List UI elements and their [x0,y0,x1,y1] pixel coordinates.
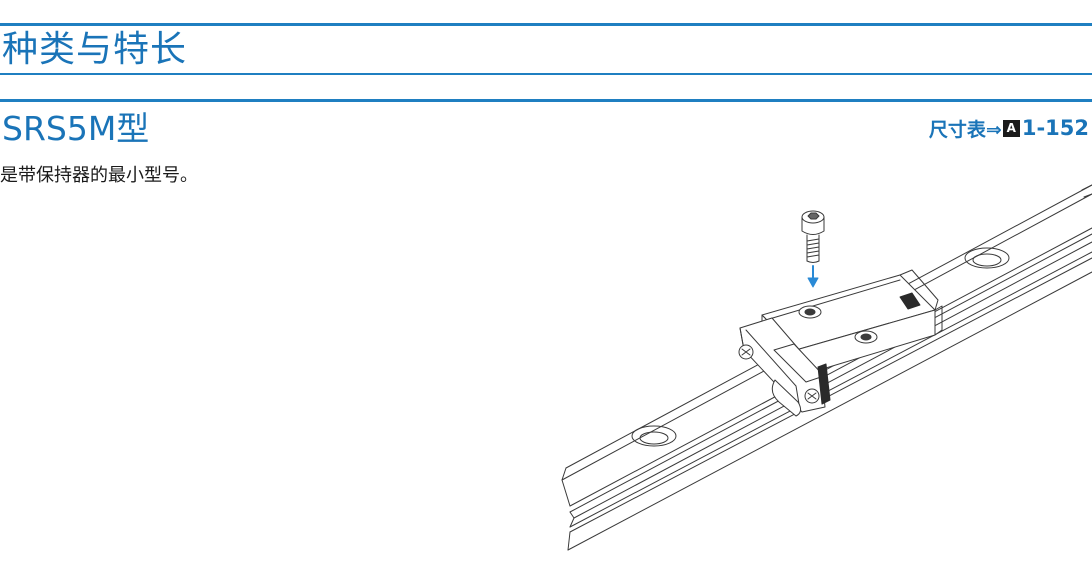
rail-mounting-holes [631,247,1010,447]
block-assembly [738,269,943,417]
dimension-table-reference[interactable]: 尺寸表⇒ A 1-152 [929,113,1089,143]
linear-guide-illustration [561,184,1092,551]
section-rule-top [0,23,1092,26]
section-title: 种类与特长 [2,29,188,70]
model-title: SRS5M型 [2,109,150,148]
rail-end-profile [561,467,575,551]
model-description: 是带保持器的最小型号。 [0,165,198,186]
retainer-end [771,379,802,417]
assembly-arrow [807,265,819,288]
volume-a-badge: A [1002,119,1020,137]
reference-page-number: 1-152 [1021,116,1089,140]
dimension-table-label: 尺寸表⇒ [928,118,1002,141]
model-rule-top [0,99,1092,102]
hex-socket-screw [801,210,825,263]
section-rule-bottom [0,73,1092,75]
